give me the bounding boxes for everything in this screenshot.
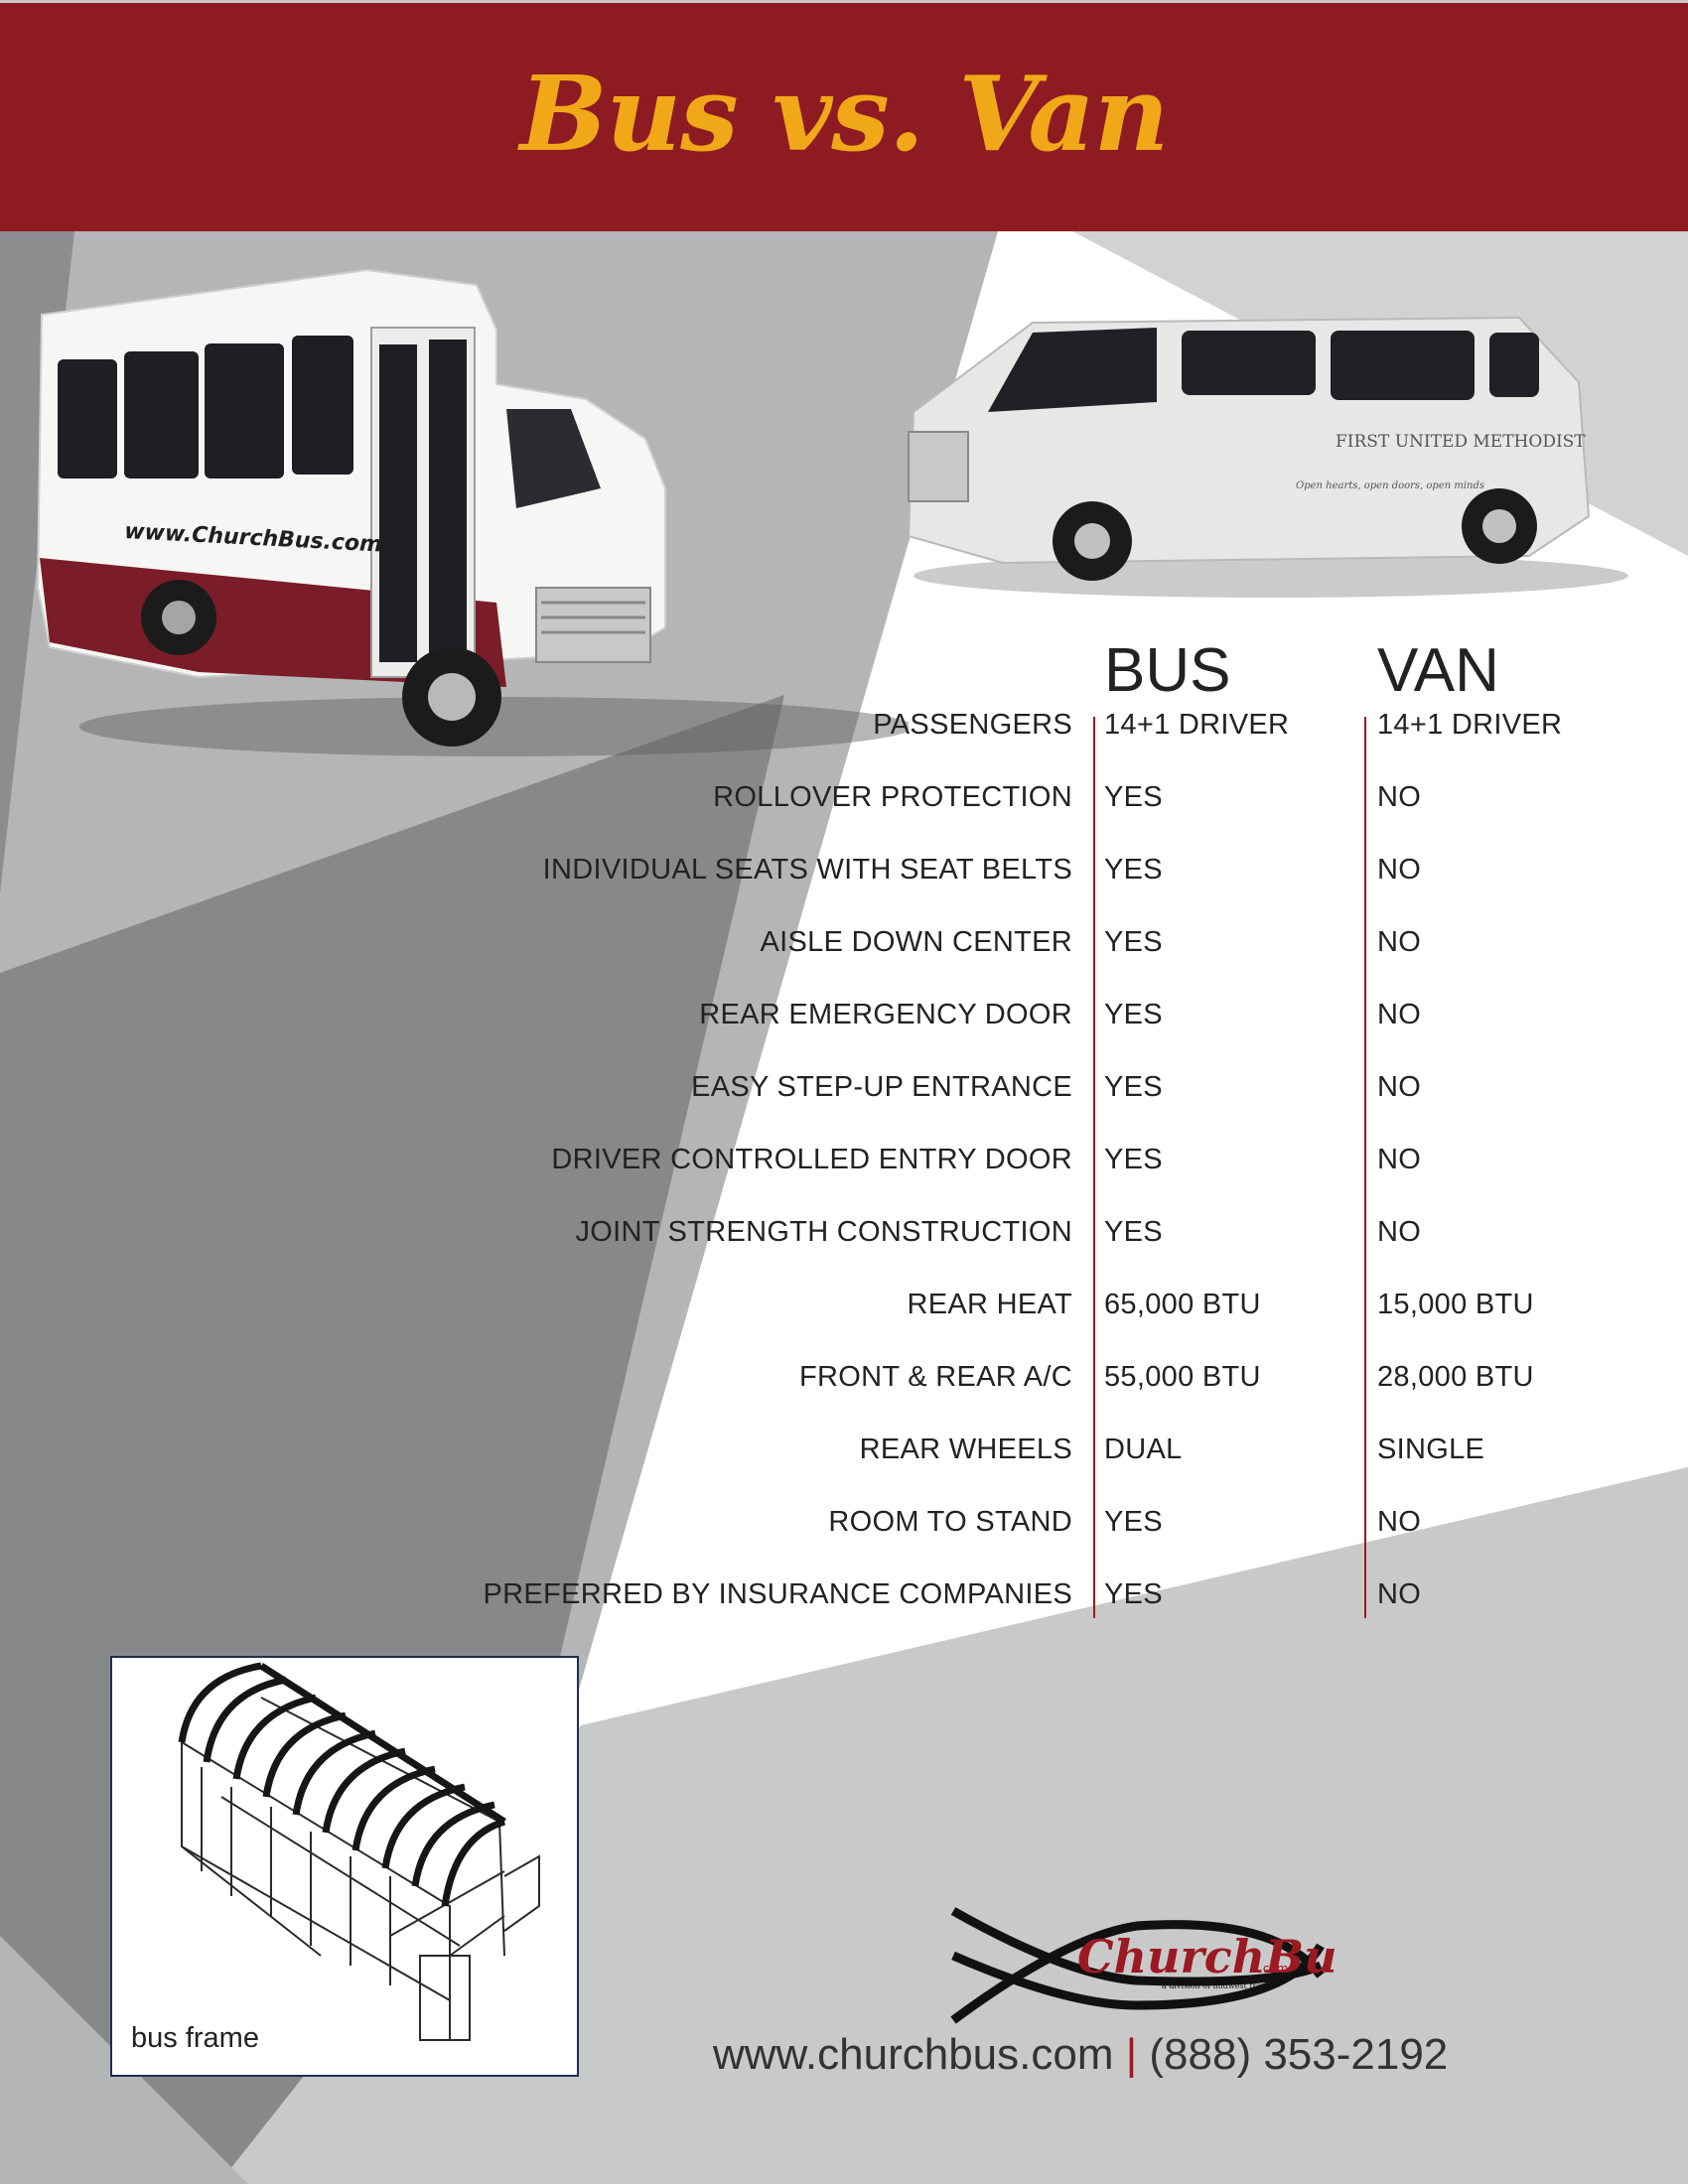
- table-row: DRIVER CONTROLLED ENTRY DOOR YES NO: [0, 1144, 1688, 1216]
- row-feature: REAR EMERGENCY DOOR: [699, 999, 1072, 1030]
- row-feature: DRIVER CONTROLLED ENTRY DOOR: [551, 1144, 1072, 1175]
- row-bus-value: YES: [1104, 781, 1163, 813]
- row-van-value: NO: [1377, 1216, 1422, 1248]
- row-feature: ROOM TO STAND: [828, 1506, 1072, 1538]
- row-bus-value: YES: [1104, 926, 1163, 958]
- row-bus-value: YES: [1104, 999, 1163, 1030]
- contact-line: www.churchbus.com | (888) 353-2192: [713, 2030, 1448, 2080]
- row-feature: EASY STEP-UP ENTRANCE: [691, 1071, 1072, 1103]
- table-row: AISLE DOWN CENTER YES NO: [0, 926, 1688, 999]
- page-title: Bus vs. Van: [519, 53, 1170, 175]
- row-bus-value: 55,000 BTU: [1104, 1361, 1261, 1393]
- column-heading-bus: BUS: [1104, 636, 1231, 705]
- logo-wordmark: ChurchBus: [1077, 1930, 1336, 1983]
- svg-text:Open hearts, open doors, open: Open hearts, open doors, open minds: [1296, 480, 1484, 491]
- table-row: FRONT & REAR A/C 55,000 BTU 28,000 BTU: [0, 1361, 1688, 1433]
- row-van-value: 28,000 BTU: [1377, 1361, 1534, 1393]
- row-feature: INDIVIDUAL SEATS WITH SEAT BELTS: [542, 854, 1072, 886]
- svg-text:FIRST UNITED METHODIST: FIRST UNITED METHODIST: [1336, 432, 1586, 452]
- row-van-value: NO: [1377, 781, 1422, 813]
- row-van-value: 15,000 BTU: [1377, 1289, 1534, 1320]
- row-feature: REAR WHEELS: [859, 1433, 1072, 1465]
- column-heading-van: VAN: [1377, 636, 1499, 705]
- row-feature: PASSENGERS: [873, 709, 1072, 741]
- row-bus-value: YES: [1104, 1071, 1163, 1103]
- bus-frame-drawing: [178, 1662, 540, 2041]
- row-bus-value: YES: [1104, 1578, 1163, 1610]
- row-feature: REAR HEAT: [907, 1289, 1072, 1320]
- logo-suffix: .com: [1259, 1962, 1288, 1976]
- row-bus-value: YES: [1104, 854, 1163, 886]
- phone-number[interactable]: (888) 353-2192: [1149, 2030, 1449, 2079]
- table-row: EASY STEP-UP ENTRANCE YES NO: [0, 1071, 1688, 1144]
- table-row: PREFERRED BY INSURANCE COMPANIES YES NO: [0, 1578, 1688, 1651]
- row-feature: AISLE DOWN CENTER: [760, 926, 1072, 958]
- website-link[interactable]: www.churchbus.com: [713, 2030, 1114, 2079]
- row-feature: ROLLOVER PROTECTION: [713, 781, 1072, 813]
- row-van-value: NO: [1377, 1506, 1422, 1538]
- row-van-value: NO: [1377, 854, 1422, 886]
- table-row: ROLLOVER PROTECTION YES NO: [0, 781, 1688, 854]
- table-row: REAR HEAT 65,000 BTU 15,000 BTU: [0, 1289, 1688, 1361]
- row-bus-value: YES: [1104, 1144, 1163, 1175]
- table-row: REAR EMERGENCY DOOR YES NO: [0, 999, 1688, 1071]
- churchbus-logo: ChurchBus .com a division of midwest tra…: [950, 1907, 1336, 2024]
- table-row: INDIVIDUAL SEATS WITH SEAT BELTS YES NO: [0, 854, 1688, 926]
- row-van-value: NO: [1377, 999, 1422, 1030]
- title-banner: Bus vs. Van: [0, 0, 1688, 231]
- row-van-value: NO: [1377, 1578, 1422, 1610]
- column-divider-bus: [1093, 717, 1095, 1618]
- logo-tagline: a division of midwest transit: [1162, 1981, 1277, 1990]
- bus-frame-caption: bus frame: [131, 2022, 259, 2054]
- row-van-value: NO: [1377, 1071, 1422, 1103]
- row-bus-value: 14+1 DRIVER: [1104, 709, 1290, 741]
- passenger-van-photo: FIRST UNITED METHODIST Open hearts, open…: [907, 316, 1628, 598]
- row-feature: PREFERRED BY INSURANCE COMPANIES: [483, 1578, 1072, 1610]
- row-van-value: 14+1 DRIVER: [1377, 709, 1563, 741]
- column-divider-van: [1364, 717, 1366, 1618]
- row-feature: JOINT STRENGTH CONSTRUCTION: [575, 1216, 1072, 1248]
- bus-frame-figure: bus frame: [110, 1656, 579, 2077]
- table-row: JOINT STRENGTH CONSTRUCTION YES NO: [0, 1216, 1688, 1289]
- table-row: PASSENGERS 14+1 DRIVER 14+1 DRIVER: [0, 709, 1688, 781]
- table-row: ROOM TO STAND YES NO: [0, 1506, 1688, 1578]
- row-bus-value: DUAL: [1104, 1433, 1183, 1465]
- row-bus-value: YES: [1104, 1506, 1163, 1538]
- row-feature: FRONT & REAR A/C: [799, 1361, 1072, 1393]
- shuttle-bus-photo: www.ChurchBus.com: [36, 268, 909, 756]
- table-row: REAR WHEELS DUAL SINGLE: [0, 1433, 1688, 1506]
- row-van-value: SINGLE: [1377, 1433, 1485, 1465]
- row-van-value: NO: [1377, 926, 1422, 958]
- row-van-value: NO: [1377, 1144, 1422, 1175]
- contact-separator: |: [1125, 2030, 1138, 2079]
- row-bus-value: 65,000 BTU: [1104, 1289, 1261, 1320]
- row-bus-value: YES: [1104, 1216, 1163, 1248]
